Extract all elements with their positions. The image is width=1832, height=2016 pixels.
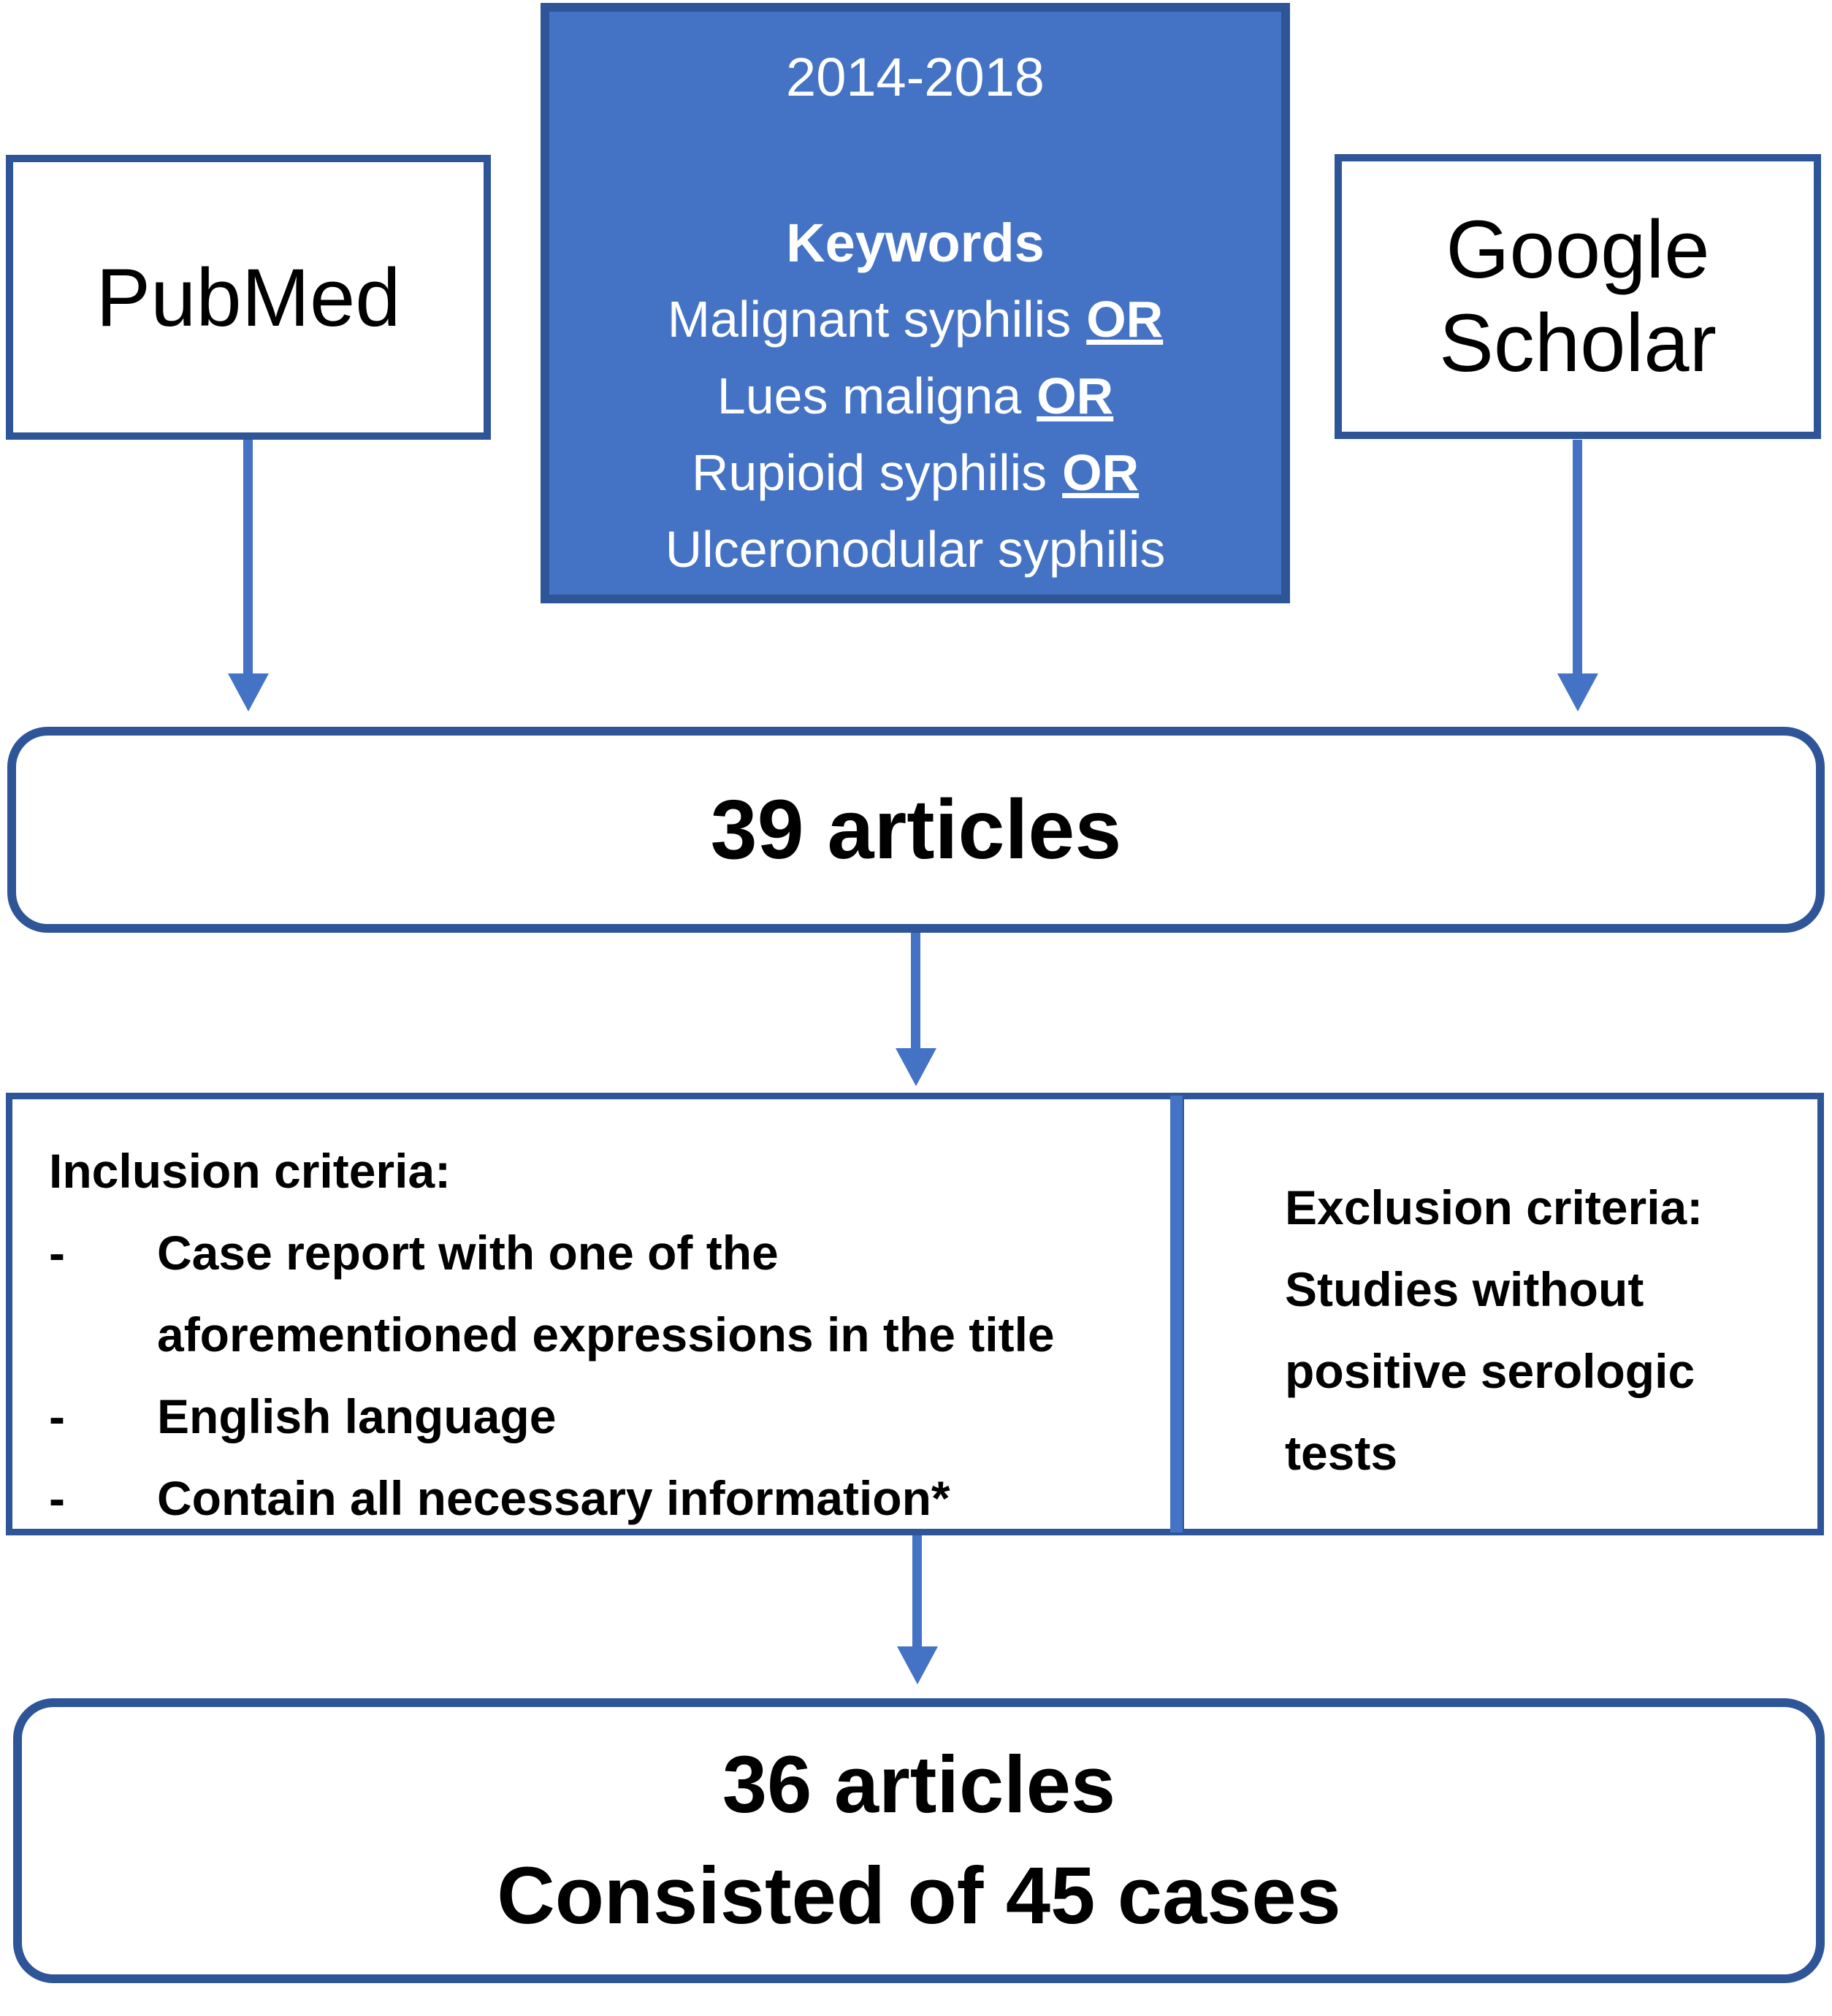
exclusion-criteria-text: Studies without positive serologic tests <box>1285 1262 1695 1480</box>
inclusion-item: - Case report with one of the aforementi… <box>49 1212 1171 1375</box>
keyword-line: Lues maligna OR <box>549 358 1281 435</box>
exclusion-criteria-title: Exclusion criteria: <box>1285 1180 1703 1234</box>
search-period: 2014-2018 <box>786 47 1045 107</box>
keywords-heading: Keywords <box>786 213 1045 273</box>
inclusion-criteria-title: Inclusion criteria: <box>49 1144 451 1198</box>
pubmed-label: PubMed <box>96 251 401 343</box>
inclusion-item: - Contain all necessary information* <box>49 1457 1171 1539</box>
boolean-or-operator: OR <box>1062 444 1140 501</box>
inclusion-item-text: Case report with one of the aforemention… <box>157 1226 1055 1362</box>
keyword-term: Malignant syphilis <box>667 291 1072 348</box>
keyword-term: Rupioid syphilis <box>691 444 1047 501</box>
final-articles-count: 36 articles <box>722 1740 1116 1830</box>
pubmed-source-box: PubMed <box>6 155 491 440</box>
final-cases-count: Consisted of 45 cases <box>497 1851 1341 1941</box>
inclusion-item-text: English language <box>157 1389 557 1443</box>
keyword-line: Ulceronodular syphilis <box>549 511 1281 588</box>
inclusion-criteria-box: Inclusion criteria: - Case report with o… <box>6 1093 1178 1535</box>
down-arrow-icon <box>896 1048 936 1086</box>
arrow-results-to-criteria-line <box>911 933 920 1048</box>
criteria-boxes-divider <box>1170 1096 1183 1532</box>
inclusion-item-text: Contain all necessary information* <box>157 1471 950 1525</box>
arrow-criteria-to-final-line <box>912 1535 922 1646</box>
boolean-or-operator: OR <box>1037 367 1114 424</box>
bullet-dash: - <box>49 1389 65 1443</box>
final-36-articles-box: 36 articles Consisted of 45 cases <box>13 1698 1825 1983</box>
exclusion-criteria-box: Exclusion criteria: Studies without posi… <box>1178 1093 1824 1535</box>
bullet-dash: - <box>49 1226 65 1280</box>
keyword-line: Rupioid syphilis OR <box>549 435 1281 511</box>
keyword-term: Ulceronodular syphilis <box>665 521 1166 578</box>
results-label: 39 articles <box>710 783 1122 877</box>
keyword-term: Lues maligna <box>717 367 1022 424</box>
down-arrow-icon <box>897 1646 938 1684</box>
arrow-pubmed-to-results-line <box>243 440 253 673</box>
arrow-scholar-to-results-line <box>1573 440 1582 673</box>
google-scholar-source-box: Google Scholar <box>1335 154 1821 439</box>
inclusion-item: - English language <box>49 1375 1171 1457</box>
down-arrow-icon <box>228 673 269 711</box>
boolean-or-operator: OR <box>1086 291 1164 348</box>
google-scholar-label: Google Scholar <box>1439 204 1717 389</box>
results-39-articles-box: 39 articles <box>7 727 1825 933</box>
bullet-dash: - <box>49 1471 65 1525</box>
down-arrow-icon <box>1557 673 1598 711</box>
